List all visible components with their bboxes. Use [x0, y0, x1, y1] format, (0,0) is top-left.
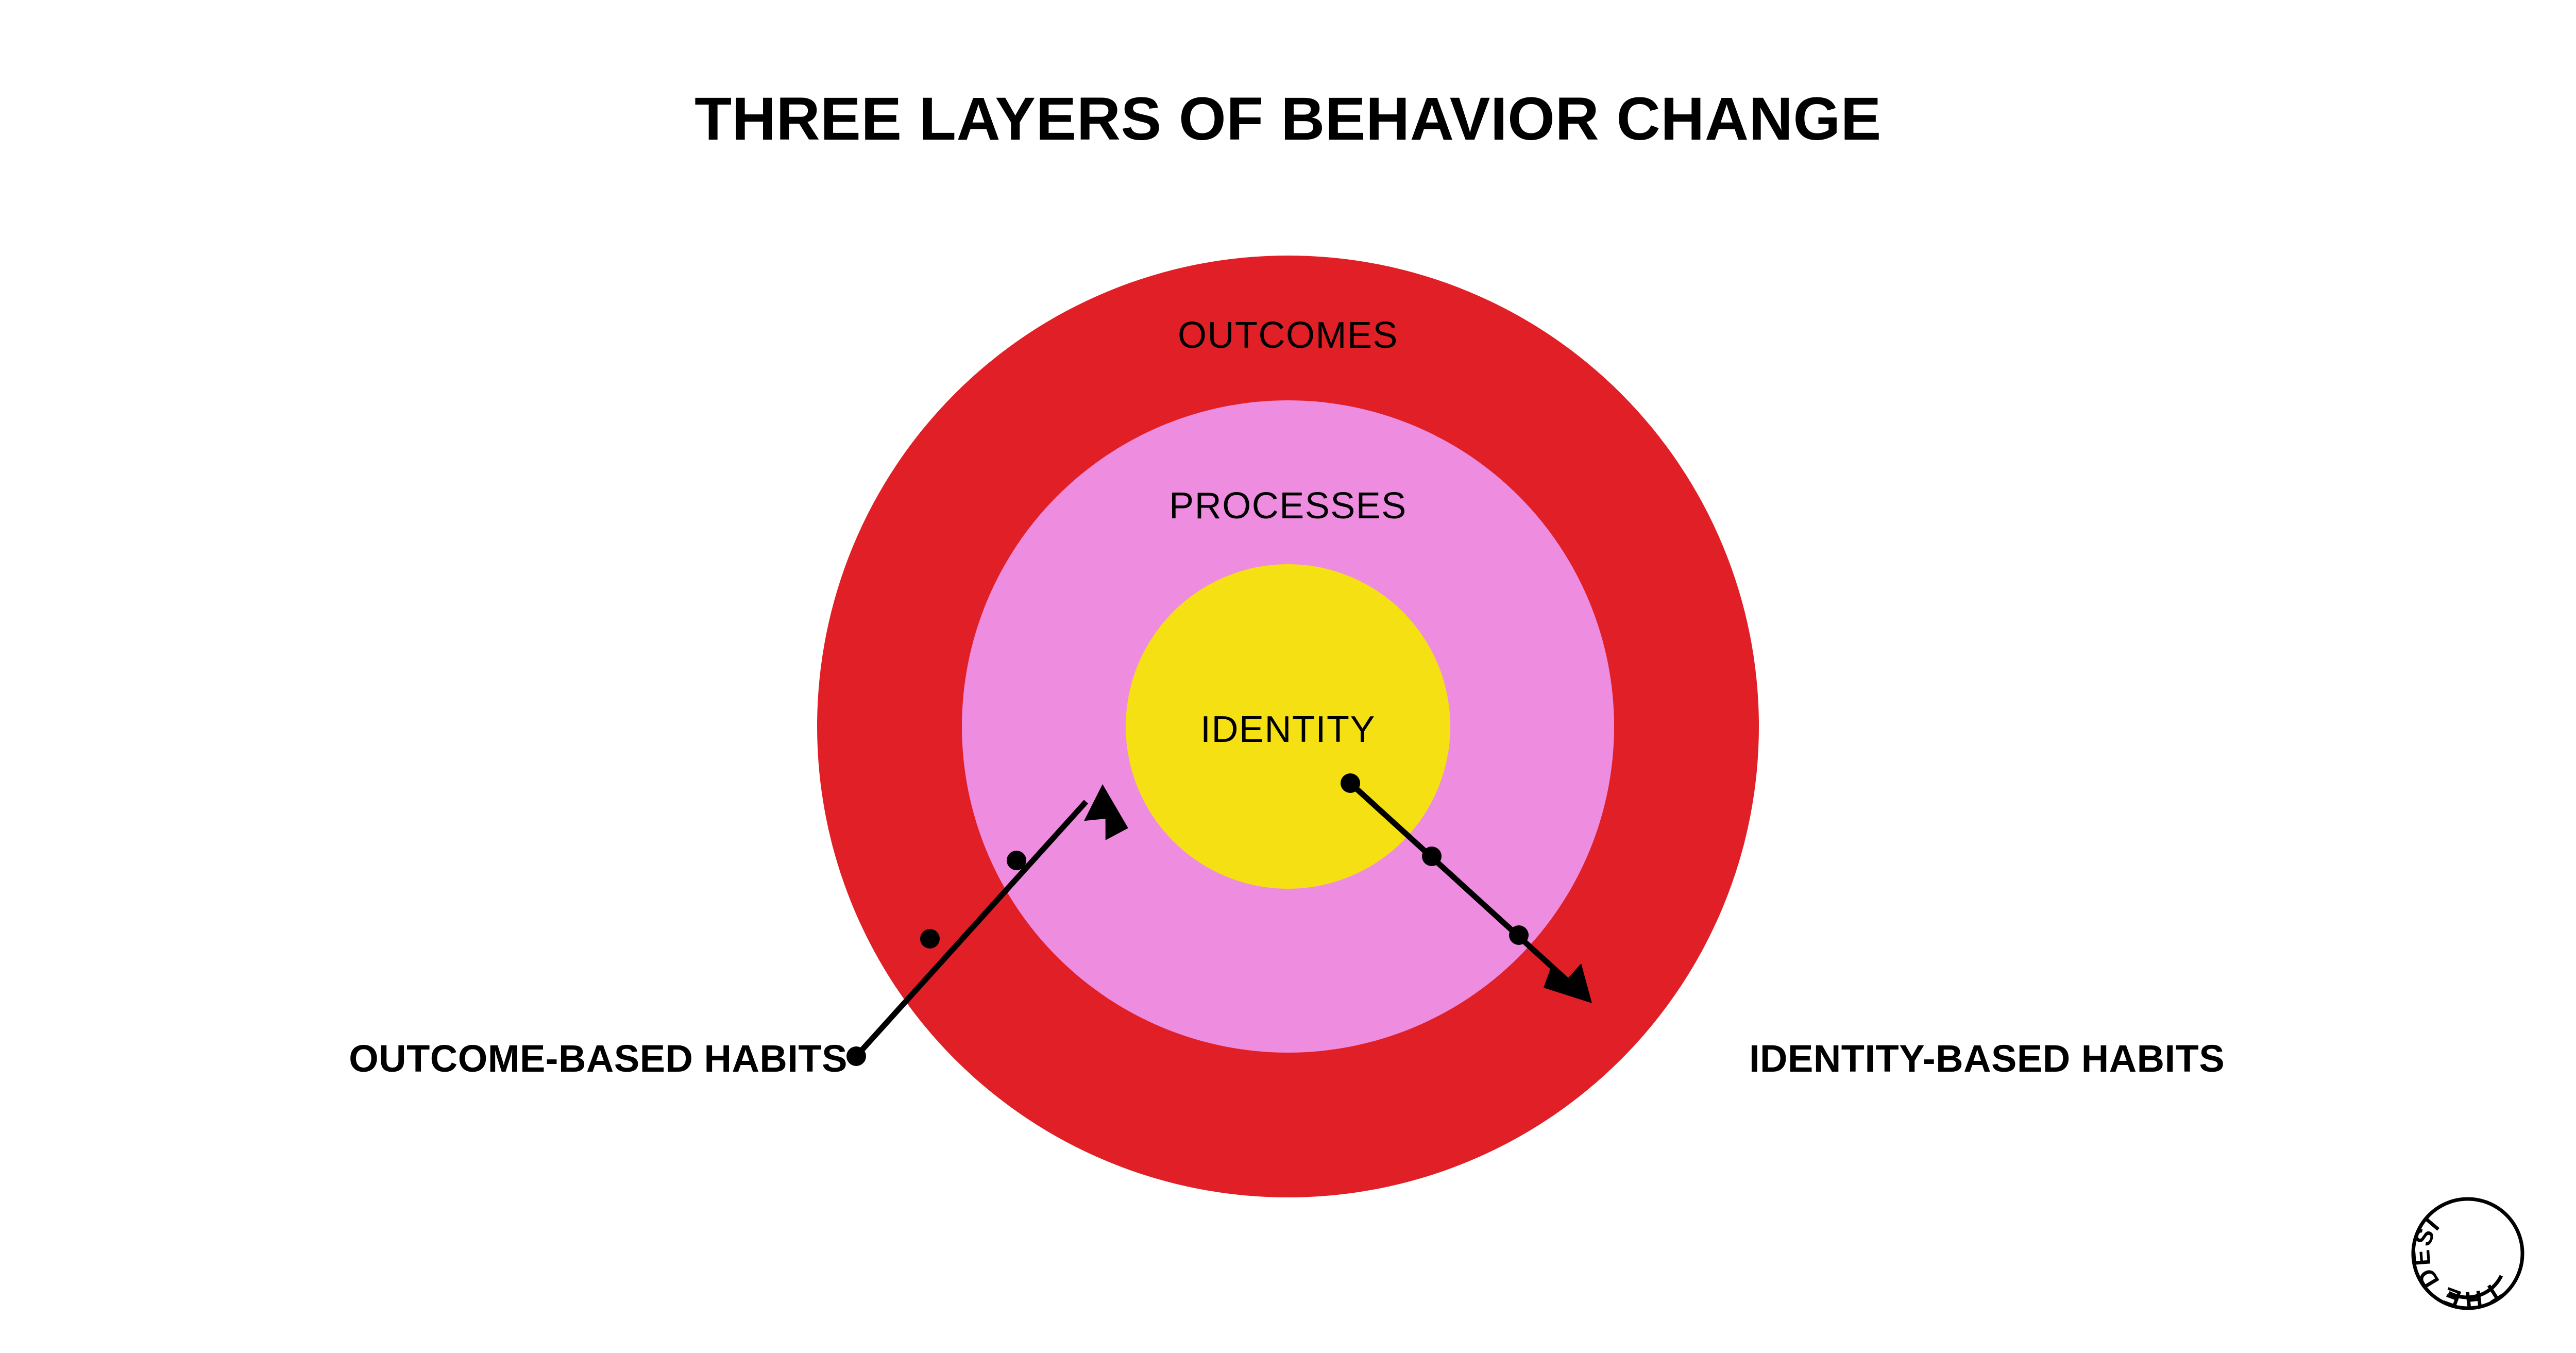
callout-outcome-dot-mid-2: [1007, 851, 1026, 870]
ring-label-outcomes: OUTCOMES: [1178, 315, 1398, 356]
callout-outcome-dot-start: [846, 1046, 866, 1066]
callout-identity-dot-start: [1341, 773, 1360, 793]
callout-label-identity-based-habits: IDENTITY-BASED HABITS: [1749, 1037, 2225, 1080]
page-title: THREE LAYERS OF BEHAVIOR CHANGE: [694, 85, 1882, 153]
stamp-bottom-dash: [2448, 1275, 2503, 1299]
ring-label-processes: PROCESSES: [1169, 485, 1407, 527]
callout-outcome-based-habits[interactable]: OUTCOME-BASED HABITS: [349, 784, 1139, 1080]
callout-identity-dot-mid-1: [1422, 847, 1442, 866]
ring-identity-circle[interactable]: [1126, 564, 1450, 889]
callout-outcome-arrow-head-icon: [1084, 784, 1128, 840]
callout-identity-connector-line: [1348, 781, 1577, 990]
callout-outcome-connector-line: [854, 800, 1089, 1058]
callout-identity-arrow-head-icon: [1544, 963, 1592, 1003]
stamp-outer-ring: [2411, 1197, 2524, 1310]
callout-identity-dot-mid-2: [1509, 925, 1529, 945]
callout-label-outcome-based-habits: OUTCOME-BASED HABITS: [349, 1037, 848, 1080]
callout-identity-based-habits[interactable]: IDENTITY-BASED HABITS: [1341, 773, 2225, 1080]
callout-outcome-dot-mid-1: [920, 929, 940, 949]
ring-label-identity: IDENTITY: [1200, 709, 1376, 750]
